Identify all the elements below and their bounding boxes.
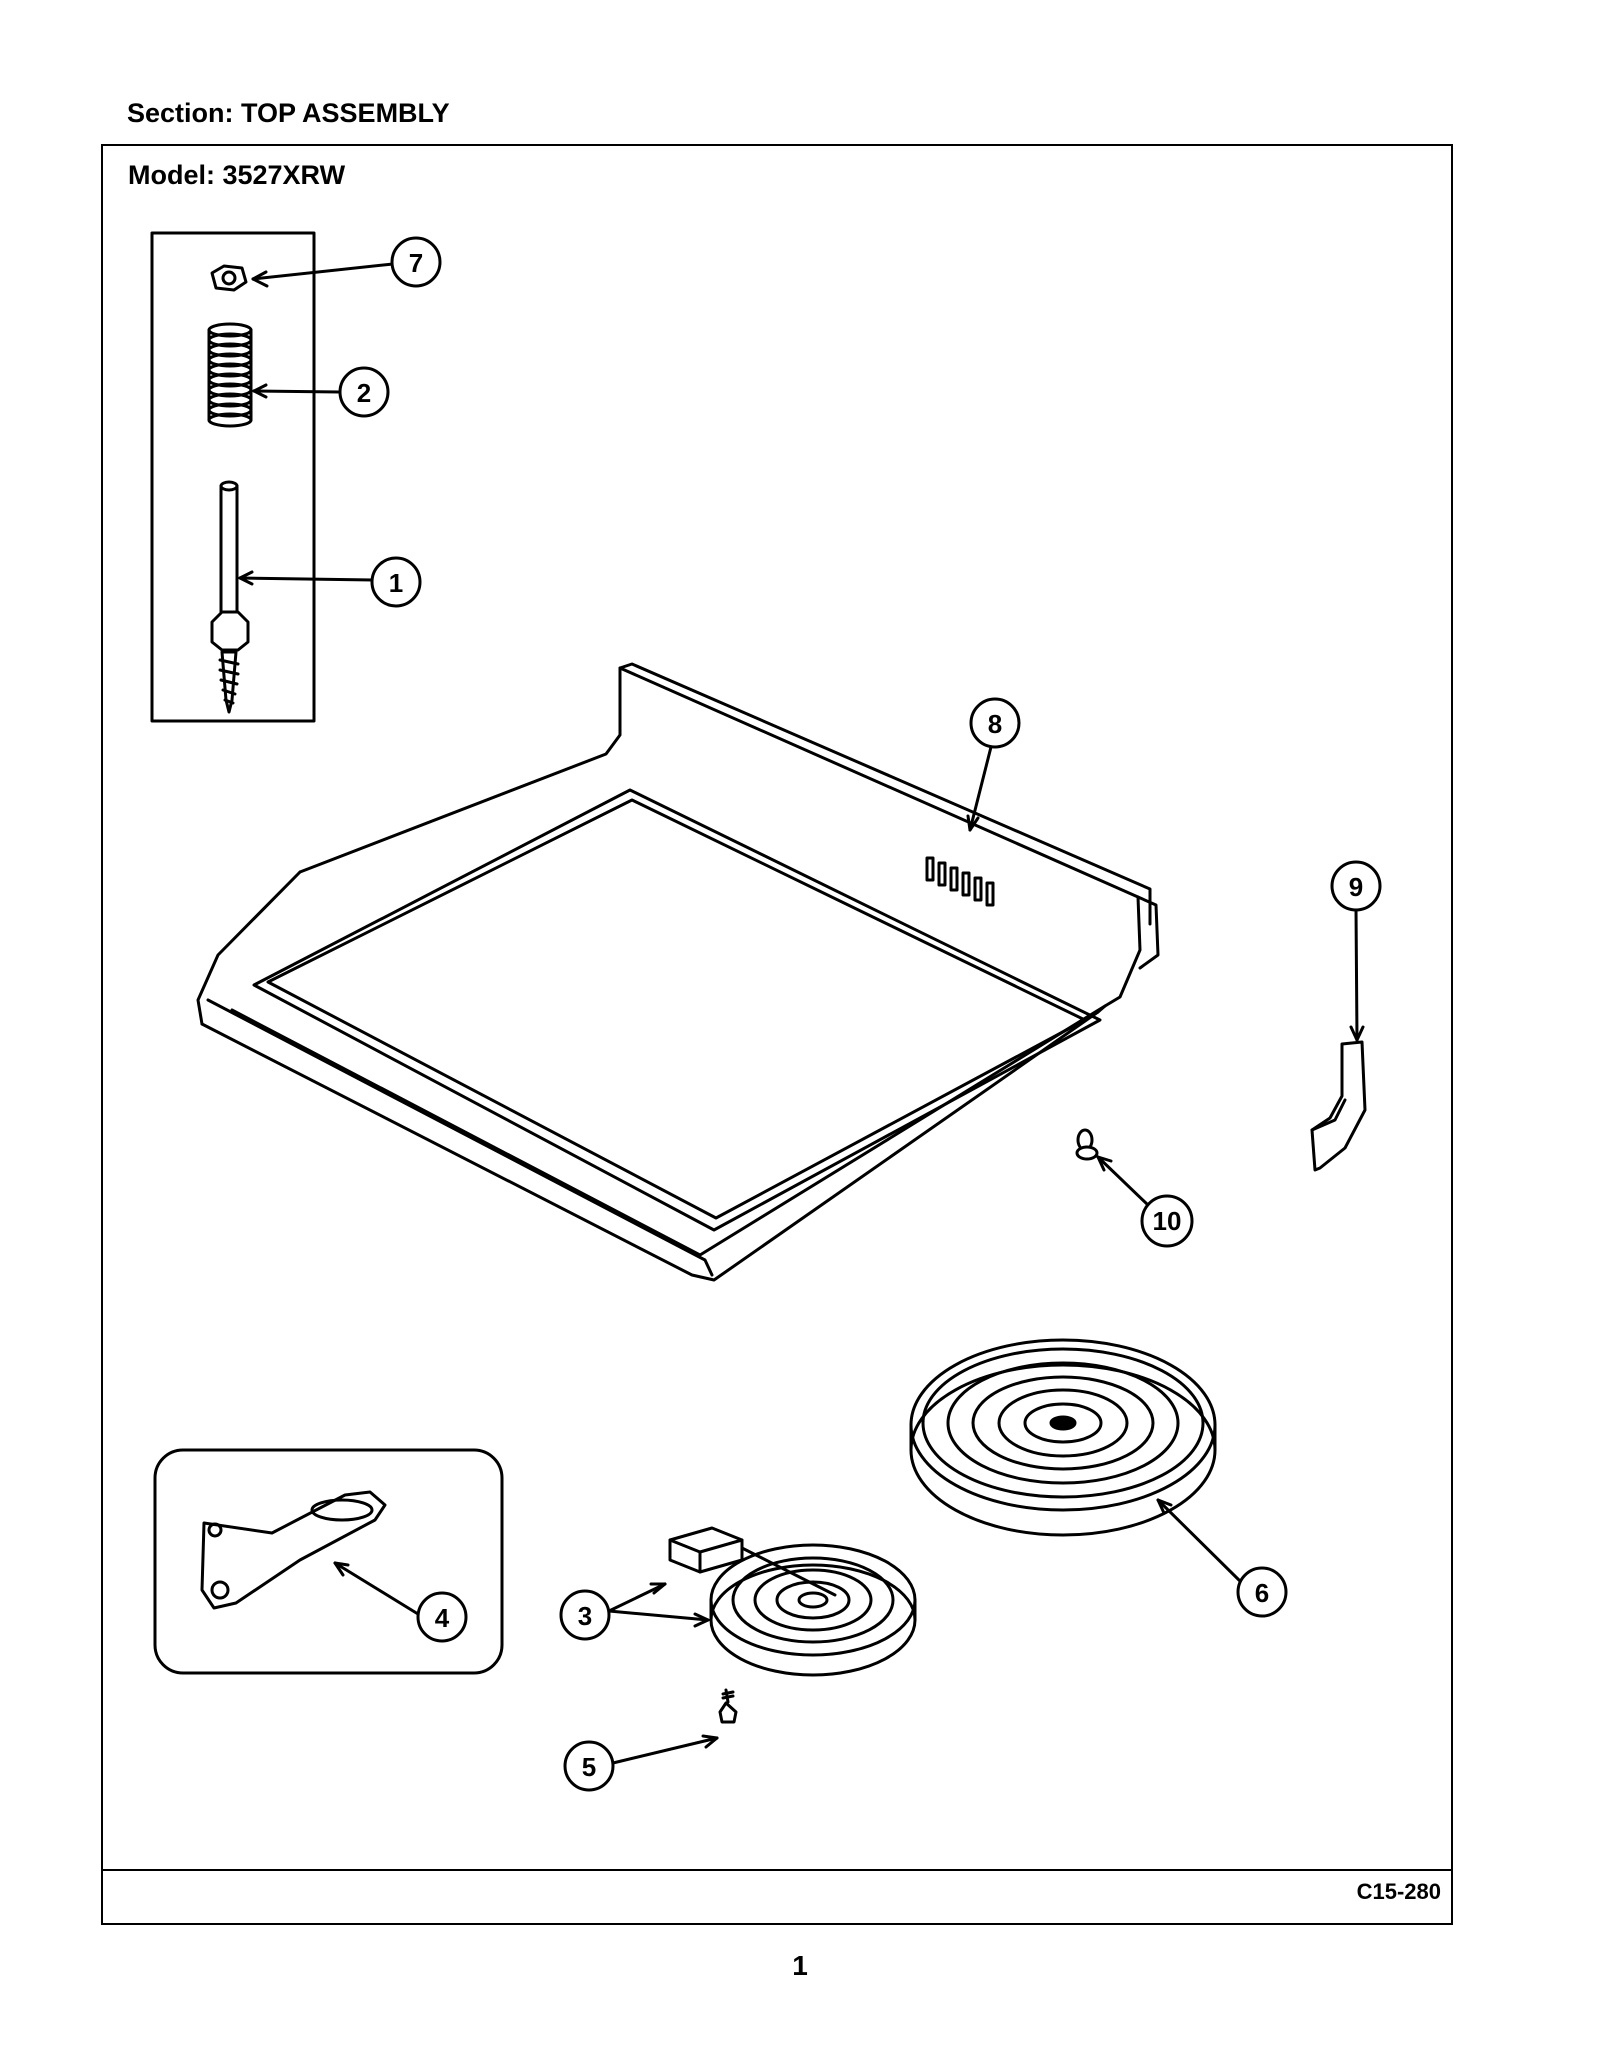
part-5-screw [718,1688,738,1724]
callout-10: 10 [1140,1194,1194,1248]
svg-text:10: 10 [1153,1206,1182,1236]
part-1-leveling-leg [210,480,250,714]
part-8-vent-slots [925,856,995,907]
svg-text:1: 1 [389,568,403,598]
svg-text:2: 2 [357,378,371,408]
svg-text:8: 8 [988,709,1002,739]
page-number: 1 [792,1950,808,1981]
svg-text:3: 3 [578,1601,592,1631]
callout-7: 7 [390,236,442,288]
part-10-clip [1075,1128,1099,1161]
svg-text:6: 6 [1255,1578,1269,1608]
callout-4: 4 [416,1591,468,1643]
callout-3: 3 [559,1589,611,1641]
svg-text:7: 7 [409,248,423,278]
part-3-small-burner [668,1526,917,1677]
leader-arrows [238,262,1365,1765]
part-8-main-top [196,662,1160,1282]
part-4-mounting-bracket [153,1448,504,1675]
callout-2: 2 [338,366,390,418]
svg-text:9: 9 [1349,872,1363,902]
model-title: Model: 3527XRW [128,160,346,190]
part-7-nut [210,264,248,292]
callout-9: 9 [1330,860,1382,912]
callout-5: 5 [563,1740,615,1792]
callout-6: 6 [1236,1566,1288,1618]
callout-1: 1 [370,556,422,608]
part-2-spring [207,322,253,428]
footer-divider [103,1869,1451,1871]
part-9-bracket [1310,1040,1367,1172]
svg-text:4: 4 [435,1603,450,1633]
section-title: Section: TOP ASSEMBLY [127,98,450,128]
part-6-large-burner [909,1338,1217,1537]
leveling-parts-inset [150,231,316,723]
callout-8: 8 [969,697,1021,749]
diagram-code: C15-280 [1356,1879,1441,1904]
svg-text:5: 5 [582,1752,596,1782]
diagram-frame: Model: 3527XRW C15-280 [101,144,1453,1925]
